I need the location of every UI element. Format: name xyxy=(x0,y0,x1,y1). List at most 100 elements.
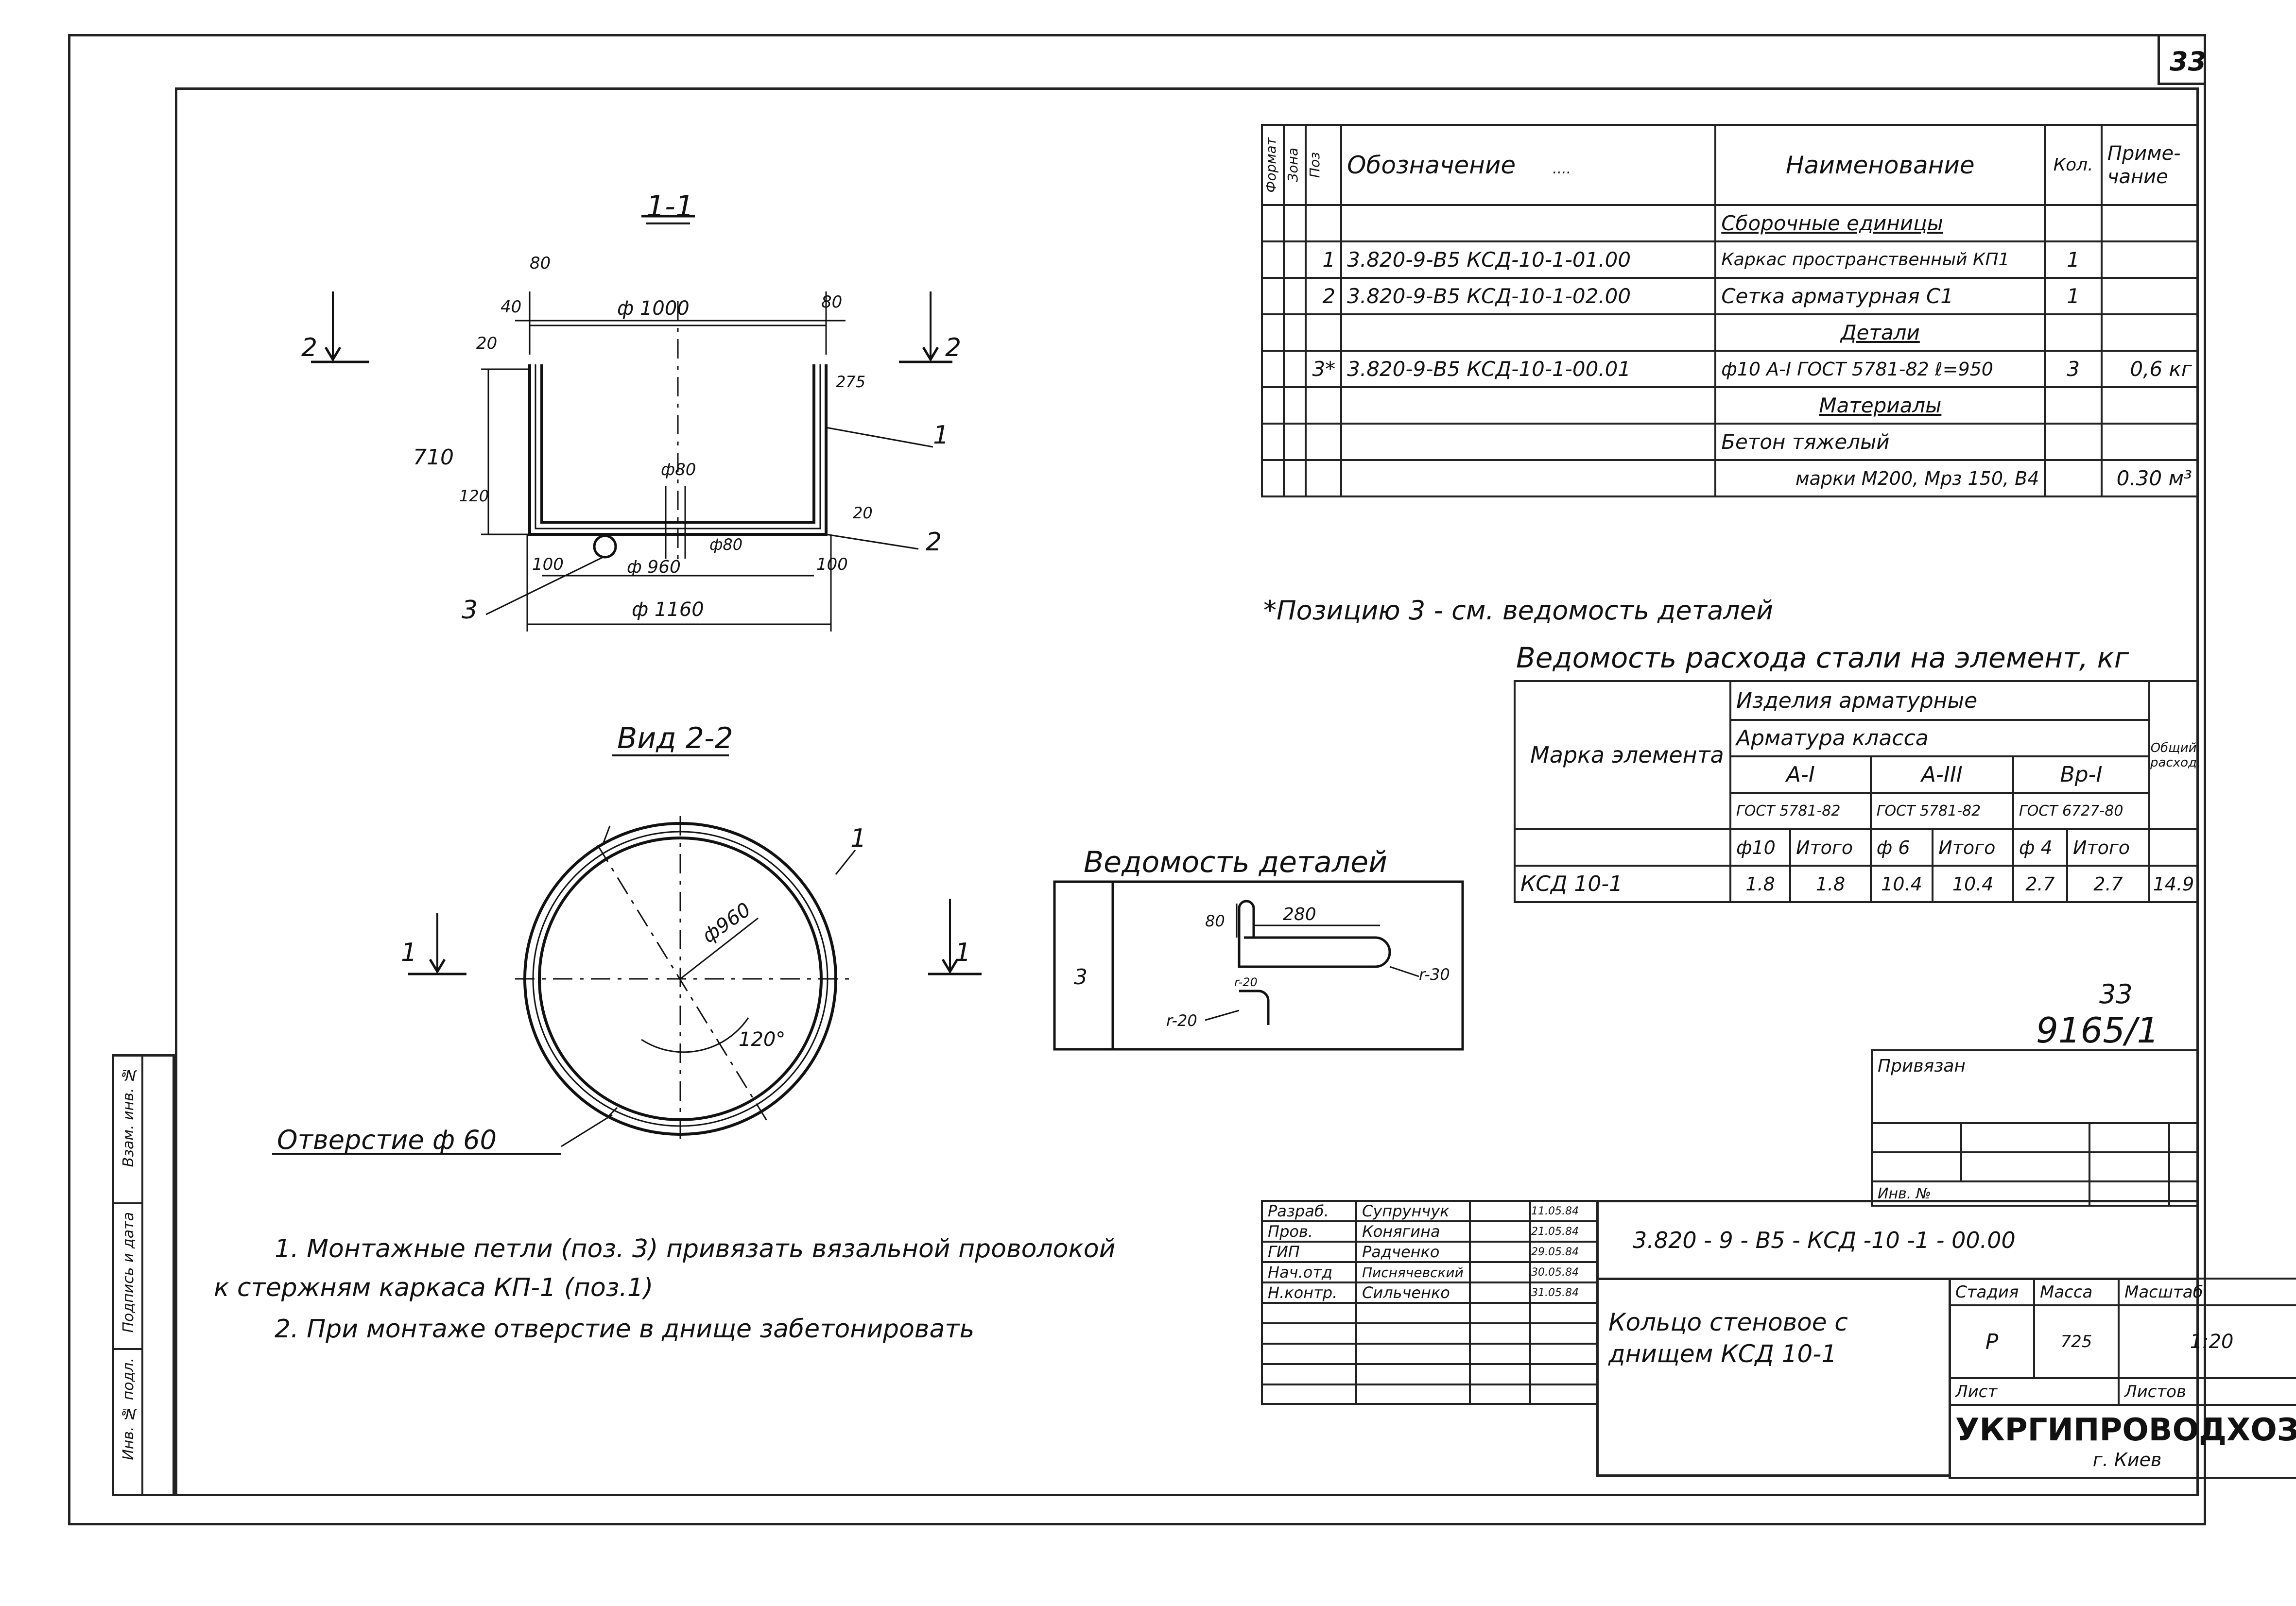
spec-col-name: Наименование xyxy=(1714,124,2046,206)
dim-275: 275 xyxy=(836,373,866,391)
dim-80-right: 80 xyxy=(821,292,843,312)
sheet-number-box xyxy=(2158,36,2206,85)
spec-row: Материалы xyxy=(1261,386,2199,425)
spec-row: Сборочные единицы xyxy=(1261,204,2199,242)
cut-mark-2-left: 2 xyxy=(301,333,318,362)
spec-footnote: *Позицию 3 - см. ведомость деталей xyxy=(1263,595,1774,626)
dim-ф1160: ф 1160 xyxy=(632,598,704,621)
view-2-2-angle: 120° xyxy=(739,1028,786,1051)
steel-row-mark: КСД 10-1 xyxy=(1514,865,1731,903)
steel-row-val: 2.7 xyxy=(2012,865,2069,903)
steel-row-val: 1.8 xyxy=(1729,865,1792,903)
binding-block: Привязан Инв. № xyxy=(1871,1049,2199,1207)
steel-total-header: Общий расход xyxy=(2148,680,2199,830)
dim-ф960: ф 960 xyxy=(627,557,681,577)
steel-sub: Итого xyxy=(1789,828,1872,867)
dim-d1000: ф 1000 xyxy=(617,297,690,320)
steel-gost-1: ГОСТ 5781-82 xyxy=(1729,792,1872,830)
dim-100-left: 100 xyxy=(532,555,564,574)
callout-3: 3 xyxy=(462,596,478,625)
dim-ф80-small: ф80 xyxy=(709,535,743,554)
steel-row-val: 2.7 xyxy=(2066,865,2150,903)
dim-100-right: 100 xyxy=(816,555,848,574)
dim-20-right: 20 xyxy=(853,504,873,522)
sheets-header: Листов xyxy=(2117,1377,2296,1406)
privyazan-label: Привязан xyxy=(1871,1049,2199,1124)
steel-sub: ф 4 xyxy=(2012,828,2069,867)
steel-row-val: 10.4 xyxy=(1869,865,1934,903)
side-strip-vzam: Взам. инв. № xyxy=(120,1066,137,1167)
stage-header: Стадия xyxy=(1949,1278,2035,1306)
dim-40: 40 xyxy=(501,297,522,317)
spec-row: Бетон тяжелый xyxy=(1261,423,2199,461)
dim-20-left: 20 xyxy=(476,334,498,353)
steel-table: Марка элемента Изделия арматурные Общий … xyxy=(1514,680,2199,903)
steel-class: Арматура класса xyxy=(1729,719,2150,757)
details-pos: 3 xyxy=(1074,965,1088,990)
title-designation: 3.820 - 9 - В5 - КСД -10 -1 - 00.00 xyxy=(1633,1227,2016,1253)
spec-col-note: Приме-чание xyxy=(2100,124,2199,206)
steel-sub: Итого xyxy=(1932,828,2014,867)
details-r30: r-30 xyxy=(1419,965,1450,984)
steel-gost-3: ГОСТ 6727-80 xyxy=(2012,792,2151,830)
note-1-cont: к стержням каркаса КП-1 (поз.1) xyxy=(214,1273,654,1302)
steel-class-2: А-III xyxy=(1869,755,2014,794)
dim-80-top: 80 xyxy=(530,254,551,273)
spec-row: Детали xyxy=(1261,313,2199,352)
spec-col-pos: Поз xyxy=(1304,124,1343,206)
org-name: УКРГИПРОВОДХОЗ xyxy=(1955,1412,2296,1448)
steel-mark-header: Марка элемента xyxy=(1514,680,1731,830)
spec-col-designation: Обозначение .... xyxy=(1340,124,1717,206)
details-d80: 80 xyxy=(1205,912,1225,930)
side-strip: Инв. № подл. Подпись и дата Взам. инв. № xyxy=(112,1054,175,1496)
note-1: 1. Монтажные петли (поз. 3) привязать вя… xyxy=(275,1234,1116,1264)
dim-ф80-hole: ф80 xyxy=(661,460,696,479)
steel-class-3: Вр-I xyxy=(2012,755,2151,794)
note-2: 2. При монтаже отверстие в днище забетон… xyxy=(275,1315,975,1344)
mass-header: Масса xyxy=(2033,1278,2120,1306)
details-len: 280 xyxy=(1283,905,1316,924)
details-r20-small: r-20 xyxy=(1234,975,1258,989)
mass-value: 725 xyxy=(2033,1304,2120,1379)
stamp-code: 9165/1 xyxy=(2036,1010,2159,1051)
steel-row-val: 10.4 xyxy=(1932,865,2014,903)
scale-value: 1:20 xyxy=(2117,1304,2296,1379)
side-strip-inv-podl: Инв. № подл. xyxy=(120,1358,137,1460)
dim-710: 710 xyxy=(413,445,454,470)
inv-label: Инв. № xyxy=(1871,1180,2090,1207)
dim-120: 120 xyxy=(459,487,489,505)
cut-mark-1-right: 1 xyxy=(955,938,971,967)
steel-row-val: 1.8 xyxy=(1789,865,1872,903)
view-2-2-title: Вид 2-2 xyxy=(617,721,733,755)
steel-class-1: А-I xyxy=(1729,755,1872,794)
stamp-number-top: 33 xyxy=(2099,979,2133,1009)
scale-header: Масштаб xyxy=(2117,1278,2296,1306)
view-2-2-callout: 1 xyxy=(850,824,867,853)
org-city: г. Киев xyxy=(2092,1449,2162,1470)
steel-sub: ф10 xyxy=(1729,828,1792,867)
hole-label: Отверстие ф 60 xyxy=(277,1125,497,1155)
details-sheet-title: Ведомость деталей xyxy=(1084,845,1387,879)
spec-col-qty: Кол. xyxy=(2044,124,2103,206)
cut-mark-1-left: 1 xyxy=(401,938,417,967)
spec-table: Формат Зона Поз Обозначение .... Наимено… xyxy=(1261,124,2199,497)
details-r20: r-20 xyxy=(1166,1011,1197,1030)
steel-products: Изделия арматурные xyxy=(1729,680,2150,721)
steel-table-title: Ведомость расхода стали на элемент, кг xyxy=(1516,641,2129,674)
stage-value: Р xyxy=(1949,1304,2035,1379)
title-name: Кольцо стеновое с днищем КСД 10-1 xyxy=(1608,1308,1848,1368)
cut-mark-2-right: 2 xyxy=(945,333,962,362)
sheet-header: Лист xyxy=(1949,1377,2120,1406)
spec-col-zone: Зона xyxy=(1282,124,1307,206)
spec-col-format: Формат xyxy=(1261,124,1285,206)
section-1-1-title: 1-1 xyxy=(646,189,694,223)
outer-frame xyxy=(68,34,2206,1525)
steel-row-total: 14.9 xyxy=(2148,865,2199,903)
